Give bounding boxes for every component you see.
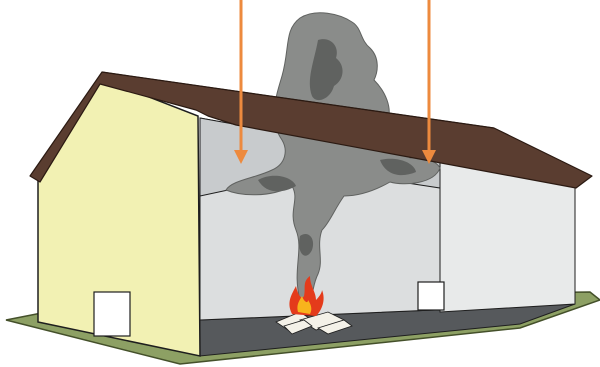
door-icon [418,282,444,310]
door-icon [94,292,130,336]
